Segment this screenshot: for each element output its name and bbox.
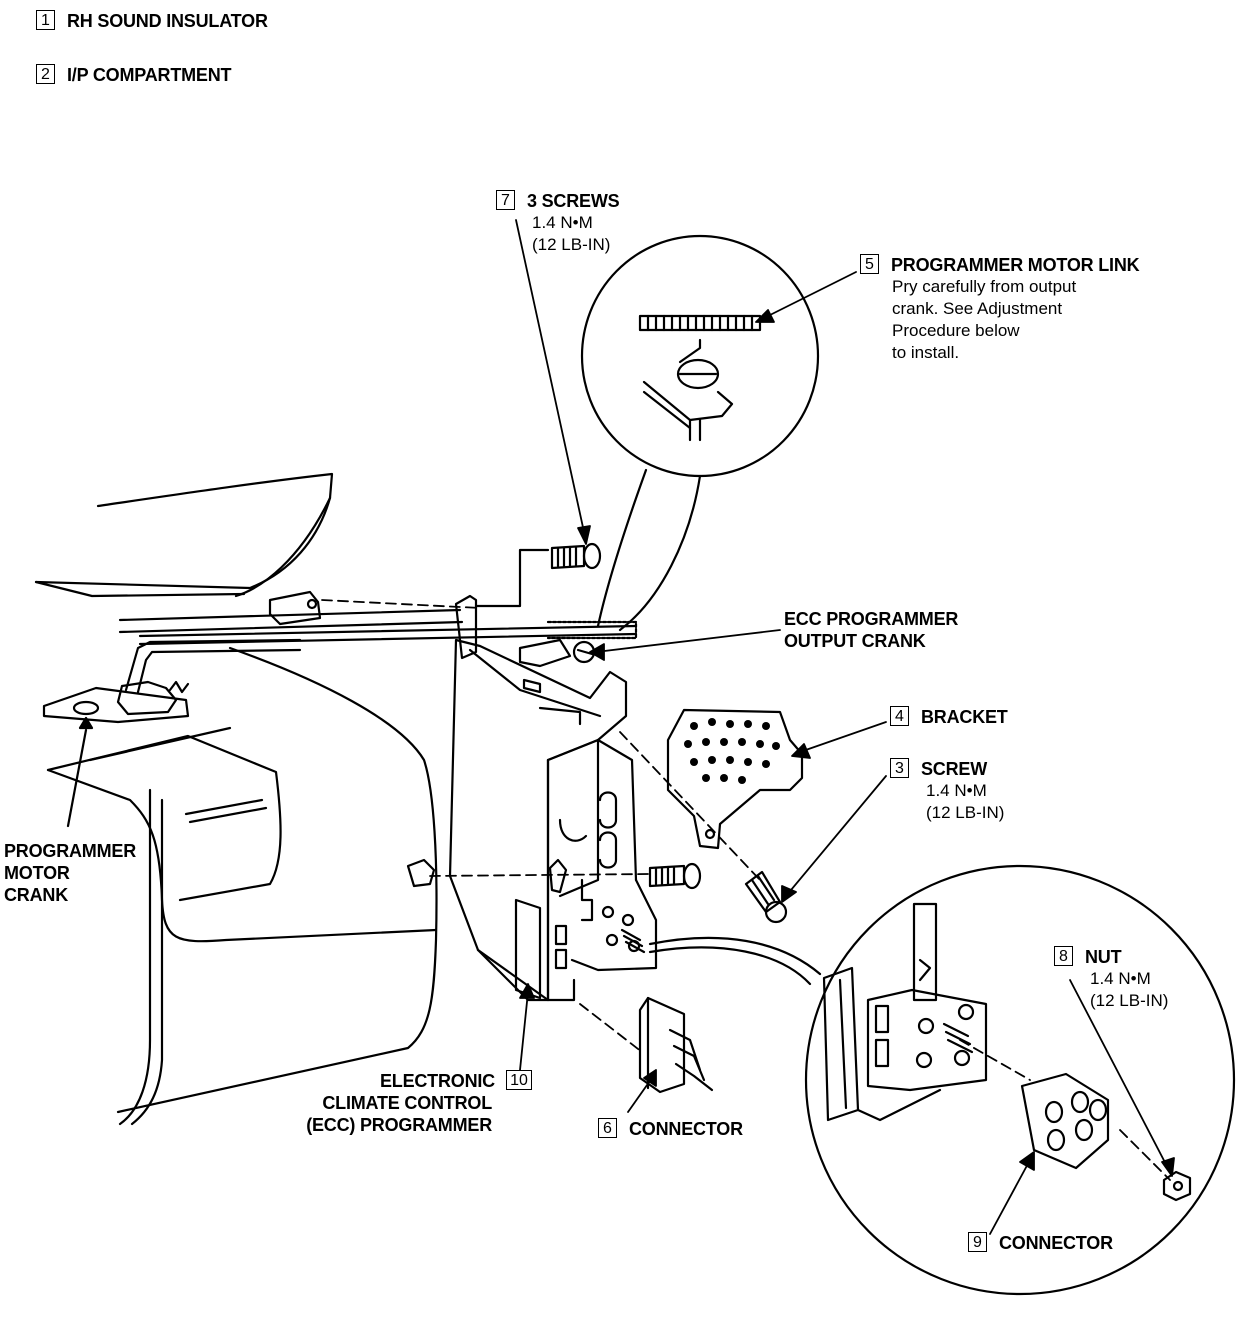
callout-note-line-2: crank. See Adjustment bbox=[892, 299, 1063, 318]
callout-9-connector: 9 CONNECTOR bbox=[968, 1232, 1113, 1254]
screw-7-icon bbox=[550, 542, 602, 570]
callout-7-screws: 7 3 SCREWS 1.4 N•M (12 LB-IN) bbox=[496, 190, 620, 256]
callout-note-line-3: Procedure below bbox=[892, 321, 1020, 340]
bracket-4 bbox=[666, 708, 804, 850]
callout-title-line-2: CLIMATE CONTROL bbox=[322, 1093, 492, 1113]
callout-number: 2 bbox=[36, 64, 55, 84]
programmer-motor-crank bbox=[42, 638, 302, 828]
callout-number: 9 bbox=[968, 1232, 987, 1252]
callout-title-line-3: (ECC) PROGRAMMER bbox=[306, 1115, 492, 1135]
callout-programmer-motor-crank: PROGRAMMER MOTOR CRANK bbox=[4, 840, 136, 906]
callout-number: 7 bbox=[496, 190, 515, 210]
callout-3-screw: 3 SCREW 1.4 N•M (12 LB-IN) bbox=[890, 758, 1004, 824]
callout-10-ecc-programmer: ELECTRONIC 10 CLIMATE CONTROL (ECC) PROG… bbox=[300, 1070, 532, 1136]
callout-title: 3 SCREWS bbox=[527, 191, 620, 211]
callout-torque-nm: 1.4 N•M bbox=[1090, 969, 1151, 988]
callout-number: 8 bbox=[1054, 946, 1073, 966]
callout-note-line-1: Pry carefully from output bbox=[892, 277, 1077, 296]
callout-torque-nm: 1.4 N•M bbox=[532, 213, 593, 232]
callout-number: 5 bbox=[860, 254, 879, 274]
callout-ecc-programmer-output-crank: ECC PROGRAMMER OUTPUT CRANK bbox=[784, 608, 958, 652]
callout-note-line-4: to install. bbox=[892, 343, 960, 362]
ecc-programmer-body bbox=[448, 548, 658, 1002]
callout-title: BRACKET bbox=[921, 707, 1008, 727]
callout-title-line-2: OUTPUT CRANK bbox=[784, 631, 926, 651]
callout-8-nut: 8 NUT 1.4 N•M (12 LB-IN) bbox=[1054, 946, 1168, 1012]
leader-lines bbox=[515, 219, 1175, 1235]
callout-torque-nm: 1.4 N•M bbox=[926, 781, 987, 800]
callout-torque-lbin: (12 LB-IN) bbox=[1090, 991, 1169, 1010]
assembly-lines bbox=[321, 599, 1171, 1181]
callout-1-rh-sound-insulator: 1 RH SOUND INSULATOR bbox=[36, 10, 268, 32]
callout-title: PROGRAMMER MOTOR LINK bbox=[891, 255, 1140, 275]
callout-title-line-2: MOTOR bbox=[4, 863, 70, 883]
link-rod bbox=[138, 590, 638, 646]
callout-title: PROGRAMMER bbox=[4, 841, 136, 861]
detail-circle-top bbox=[580, 234, 820, 632]
callout-5-programmer-motor-link: 5 PROGRAMMER MOTOR LINK Pry carefully fro… bbox=[860, 254, 1140, 364]
callout-title-line-3: CRANK bbox=[4, 885, 68, 905]
callout-number: 4 bbox=[890, 706, 909, 726]
callout-title: NUT bbox=[1085, 947, 1122, 967]
detail-circle-bottom bbox=[648, 864, 1236, 1296]
callout-number: 6 bbox=[598, 1118, 617, 1138]
callout-number: 1 bbox=[36, 10, 55, 30]
callout-torque-lbin: (12 LB-IN) bbox=[532, 235, 611, 254]
callout-number: 10 bbox=[506, 1070, 532, 1090]
callout-title: CONNECTOR bbox=[629, 1119, 743, 1139]
callout-4-bracket: 4 BRACKET bbox=[890, 706, 1008, 728]
callout-6-connector: 6 CONNECTOR bbox=[598, 1118, 743, 1140]
callout-title: SCREW bbox=[921, 759, 987, 779]
callout-title: ELECTRONIC bbox=[379, 1071, 495, 1091]
callout-title: ECC PROGRAMMER bbox=[784, 609, 959, 629]
callout-number: 3 bbox=[890, 758, 909, 778]
connector-6 bbox=[638, 996, 714, 1094]
callout-torque-lbin: (12 LB-IN) bbox=[926, 803, 1005, 822]
callout-2-ip-compartment: 2 I/P COMPARTMENT bbox=[36, 64, 232, 86]
callout-title: I/P COMPARTMENT bbox=[67, 65, 232, 85]
screw-center-icon bbox=[406, 858, 702, 890]
callout-title: RH SOUND INSULATOR bbox=[67, 11, 268, 31]
screw-3-icon bbox=[744, 870, 788, 924]
instrument-panel-outline bbox=[34, 472, 464, 1126]
callout-title: CONNECTOR bbox=[999, 1233, 1113, 1253]
